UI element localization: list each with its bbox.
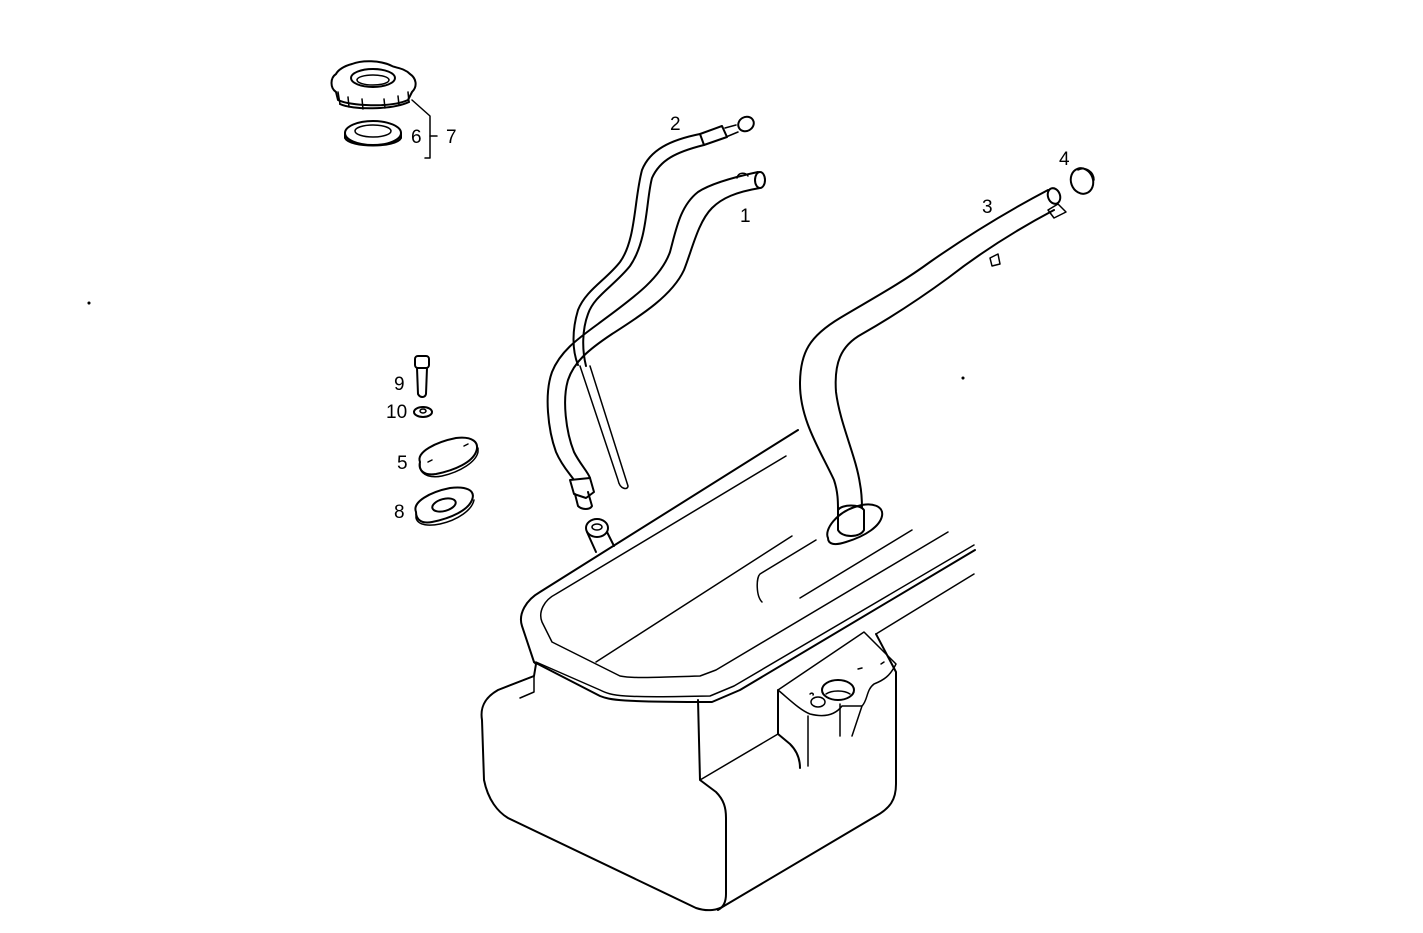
callout-8: 8 [394, 502, 405, 523]
callout-3: 3 [982, 197, 993, 218]
dipstick-guide-tube-icon [546, 171, 766, 510]
gasket-icon [414, 486, 475, 526]
pan-fitting-icon [585, 518, 615, 553]
callout-7: 7 [446, 127, 457, 148]
filler-tube-plug-icon [1069, 167, 1095, 195]
callout-2: 2 [670, 114, 681, 135]
callout-6: 6 [411, 127, 422, 148]
callout-1: 1 [740, 206, 751, 227]
oil-sump-icon [480, 429, 976, 912]
cover-plate-icon [418, 436, 479, 478]
oil-filler-tube-icon [799, 187, 1067, 546]
bolt-icon [414, 355, 430, 398]
callout-10: 10 [386, 402, 408, 423]
filler-cap-icon [330, 60, 417, 110]
callout-4: 4 [1059, 149, 1070, 170]
sealing-ring-icon [344, 120, 402, 147]
callout-9: 9 [394, 374, 405, 395]
callout-5: 5 [397, 453, 408, 474]
washer-icon [413, 406, 433, 418]
dipstick-icon [572, 115, 755, 490]
bracket-6-7 [411, 99, 438, 159]
